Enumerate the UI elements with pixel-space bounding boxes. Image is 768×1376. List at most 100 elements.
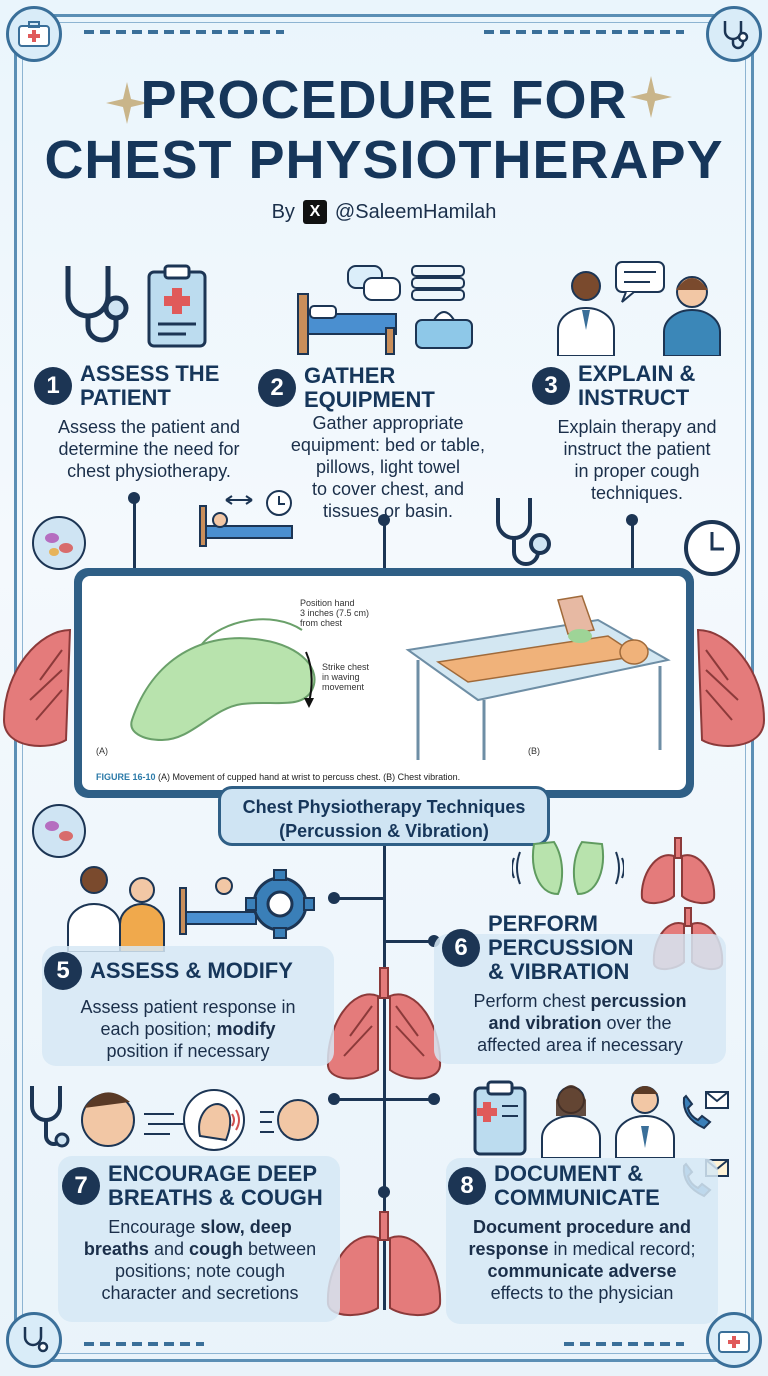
- step-5-card: [42, 946, 334, 1066]
- step-1-badge: 1: [34, 367, 72, 405]
- figure-label-a: (A): [96, 746, 108, 756]
- connector-dot: [328, 1093, 340, 1105]
- clipboard-icon: [473, 1080, 527, 1156]
- top-dash-right: [484, 30, 684, 34]
- lungs-icon: [640, 837, 716, 904]
- connector-line: [383, 1098, 433, 1101]
- x-logo-icon[interactable]: X: [302, 200, 327, 224]
- step-5-title: ASSESS & MODIFY: [90, 958, 293, 983]
- step-6-body: Perform chest percussion and vibration o…: [473, 991, 687, 1055]
- towels-icon: [411, 265, 465, 301]
- doctor-icon: [67, 866, 165, 952]
- clock-icon: [684, 520, 740, 576]
- sparkle-icon: [106, 82, 148, 124]
- byline: By X @SaleemHamilah: [0, 200, 768, 224]
- step-7-badge: 7: [62, 1167, 100, 1205]
- pillows-icon: [347, 265, 401, 301]
- bed-icon: [297, 293, 397, 355]
- chest-vibration-illustration: [405, 595, 671, 760]
- stethoscope-icon: [6, 1312, 62, 1368]
- lungs-icon: [326, 1211, 442, 1317]
- step-5-badge: 5: [44, 952, 82, 990]
- cupped-hands-icon: [512, 840, 624, 896]
- connector-dot: [328, 892, 340, 904]
- step-3-title: EXPLAIN &INSTRUCT: [578, 361, 696, 410]
- clock-icon: [266, 490, 292, 516]
- figure-label-b: (B): [528, 746, 540, 756]
- clipboard-icon: [147, 264, 207, 348]
- stethoscope-icon: [706, 6, 762, 62]
- medical-kit-icon: [6, 6, 62, 62]
- page-title: PROCEDURE FOR CHEST PHYSIOTHERAPY: [0, 70, 768, 190]
- stethoscope-icon: [30, 1086, 70, 1148]
- face-breathing-icon: [183, 1089, 245, 1151]
- step-8-body: Document procedure and response in medic…: [468, 1217, 696, 1303]
- connector-line: [338, 897, 384, 900]
- connector-line: [133, 500, 136, 568]
- lungs-icon: [696, 628, 766, 747]
- step-3-badge: 3: [532, 367, 570, 405]
- tissue-box-icon: [415, 311, 473, 349]
- stethoscope-icon: [65, 266, 129, 343]
- sparkle-icon: [630, 76, 672, 118]
- step-8: 8 DOCUMENT &COMMUNICATE Document procedu…: [448, 1162, 716, 1304]
- top-dash-left: [84, 30, 284, 34]
- step-8-badge: 8: [448, 1167, 486, 1205]
- doctor-icon: [557, 271, 615, 356]
- doctor-icon: [541, 1085, 601, 1158]
- stethoscope-icon: [496, 498, 551, 566]
- step-2-title: GATHER EQUIPMENT: [304, 363, 435, 412]
- speech-bubble-icon: [615, 261, 665, 303]
- step-6-card: [434, 934, 726, 1064]
- connector-dot: [378, 1186, 390, 1198]
- lungs-icon: [2, 628, 72, 747]
- connector-dot: [128, 492, 140, 504]
- face-breathing-icon: [260, 1099, 319, 1141]
- bottom-dash-left: [84, 1342, 204, 1346]
- title-line-1: PROCEDURE FOR: [140, 70, 628, 130]
- step-5-body: Assess patient response in each position…: [80, 997, 296, 1061]
- lungs-icon: [326, 967, 442, 1080]
- connector-dot: [428, 1093, 440, 1105]
- step-5: 5 ASSESS & MODIFY Assess patient respons…: [44, 952, 332, 1062]
- connector-line: [383, 940, 433, 943]
- cells-icon: [32, 516, 86, 570]
- step-8-card: [446, 1158, 718, 1324]
- patient-icon: [663, 276, 721, 356]
- phone-icon: [682, 1091, 729, 1130]
- doctor-icon: [615, 1086, 675, 1158]
- step-7-body: Encourage slow, deep breaths and cough b…: [83, 1217, 317, 1303]
- bottom-dash-right: [564, 1342, 684, 1346]
- byline-prefix: By: [271, 200, 295, 223]
- step-6-badge: 6: [442, 929, 480, 967]
- author-handle[interactable]: @SaleemHamilah: [334, 200, 497, 223]
- bed-icon: [199, 495, 293, 547]
- cells-icon: [32, 804, 86, 858]
- arrow-down-icon: [304, 651, 314, 708]
- cupped-hands-icon: [130, 618, 316, 742]
- figure-caption: FIGURE 16-10 (A) Movement of cupped hand…: [96, 772, 461, 782]
- gear-icon: [245, 869, 315, 939]
- step-2-badge: 2: [258, 369, 296, 407]
- face-breathing-icon: [81, 1092, 184, 1147]
- bed-icon: [179, 877, 257, 935]
- connector-line: [383, 520, 386, 568]
- medical-kit-icon: [706, 1312, 762, 1368]
- connector-line: [631, 520, 634, 568]
- title-line-2: CHEST PHYSIOTHERAPY: [44, 130, 724, 190]
- center-connector-line: [383, 846, 386, 1310]
- step-8-title: DOCUMENT &COMMUNICATE: [494, 1161, 660, 1210]
